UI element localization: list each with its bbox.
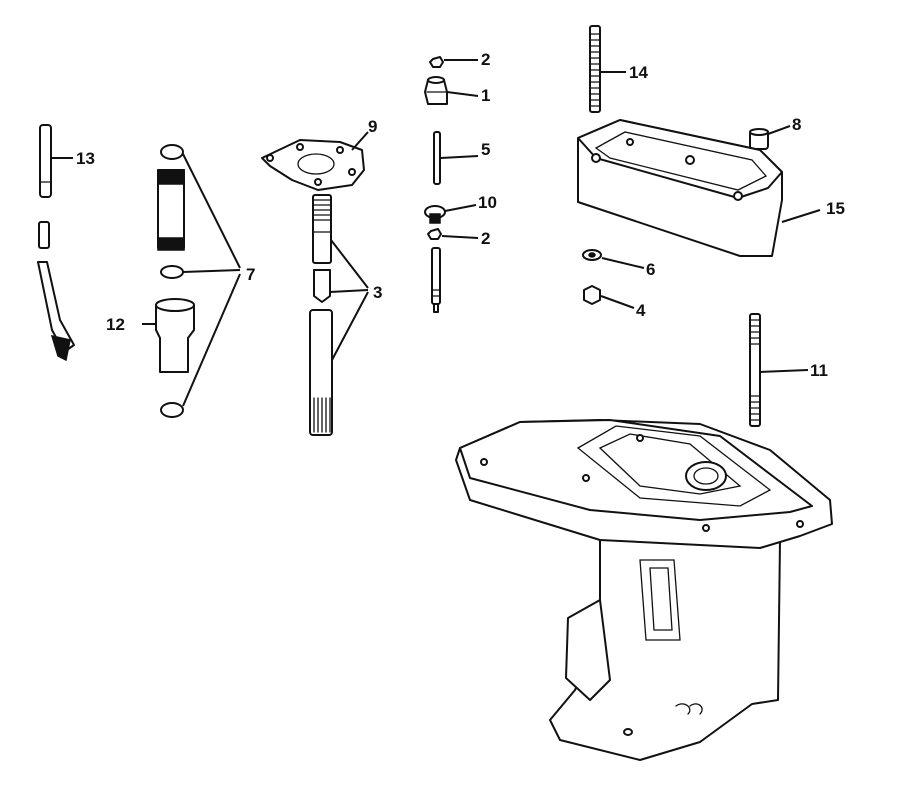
callout-2a: 2: [481, 50, 490, 69]
part-5-pin: [433, 131, 441, 185]
leader-4: [600, 295, 635, 309]
leader-10: [444, 204, 477, 212]
part-shift-rod: [431, 247, 441, 313]
callout-6: 6: [646, 260, 655, 279]
leader-2b: [441, 235, 479, 239]
callout-1: 1: [481, 86, 490, 105]
leader-5: [440, 155, 479, 159]
part-8-bushing: [749, 128, 769, 150]
callout-3: 3: [373, 283, 382, 302]
callout-5: 5: [481, 140, 490, 159]
callout-15: 15: [826, 199, 845, 218]
callout-14: 14: [629, 63, 648, 82]
part-11-long-stud: [749, 313, 761, 427]
callout-13: 13: [76, 149, 95, 168]
part-2-nut-top: [429, 56, 444, 68]
callout-8: 8: [792, 115, 801, 134]
callout-9: 9: [368, 117, 377, 136]
part-2-nut-lower: [427, 228, 442, 240]
leader-3: [329, 239, 369, 361]
callout-2b: 2: [481, 229, 490, 248]
part-15-spacer-housing: [577, 119, 783, 257]
part-9-gasket: [261, 139, 365, 191]
leader-15: [781, 209, 821, 223]
callout-7: 7: [246, 265, 255, 284]
leader-1: [446, 91, 479, 97]
callout-10: 10: [478, 193, 497, 212]
callout-11: 11: [810, 361, 828, 380]
part-10-screw: [424, 205, 446, 224]
leader-8: [767, 125, 791, 135]
part-3-drive-shaft: [309, 194, 333, 436]
callout-12: 12: [106, 315, 125, 334]
callout-4: 4: [636, 301, 646, 320]
part-4-nut: [583, 285, 601, 305]
part-13-water-tube: [37, 124, 75, 362]
part-1-fitting: [424, 76, 448, 105]
part-12-housing: [155, 298, 195, 373]
leader-9: [351, 131, 369, 151]
exhaust-housing: [455, 419, 833, 761]
part-7-o-rings-and-tube: [157, 144, 185, 418]
part-14-stud: [589, 25, 601, 113]
leader-11: [759, 369, 809, 373]
part-6-washer: [582, 249, 602, 261]
leader-6: [601, 257, 645, 269]
leader-7: [182, 153, 241, 407]
